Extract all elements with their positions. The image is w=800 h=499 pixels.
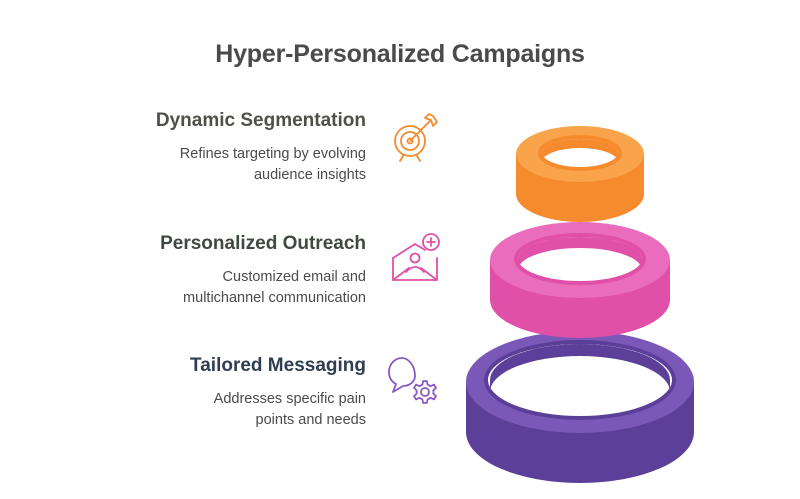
item-description-line: points and needs [255,412,366,428]
ring-tailored-messaging [466,331,694,483]
item-tailored-messaging: Tailored Messaging Addresses specific pa… [36,355,366,431]
item-description-line: multichannel communication [183,290,366,306]
item-heading: Dynamic Segmentation [155,110,366,131]
ring-dynamic-segmentation [516,126,644,222]
stacked-rings-graphic [460,110,700,490]
page-title: Hyper-Personalized Campaigns [215,40,585,68]
ring-personalized-outreach [490,222,670,338]
item-description: Refines targeting by evolving audience i… [36,144,366,186]
item-description: Addresses specific pain points and needs [36,389,366,431]
item-heading: Tailored Messaging [190,355,366,376]
item-description: Customized email and multichannel commun… [36,267,366,309]
item-description-line: audience insights [253,167,366,183]
chat-bubble-gear-icon [385,350,445,410]
item-heading: Personalized Outreach [160,233,366,254]
item-dynamic-segmentation: Dynamic Segmentation Refines targeting b… [36,110,366,186]
target-arrow-icon [385,106,445,166]
item-personalized-outreach: Personalized Outreach Customized email a… [36,233,366,309]
item-description-line: Customized email and [222,269,366,285]
item-description-line: Refines targeting by evolving [179,146,366,162]
envelope-person-plus-icon [385,228,445,288]
item-description-line: Addresses specific pain [213,391,366,407]
